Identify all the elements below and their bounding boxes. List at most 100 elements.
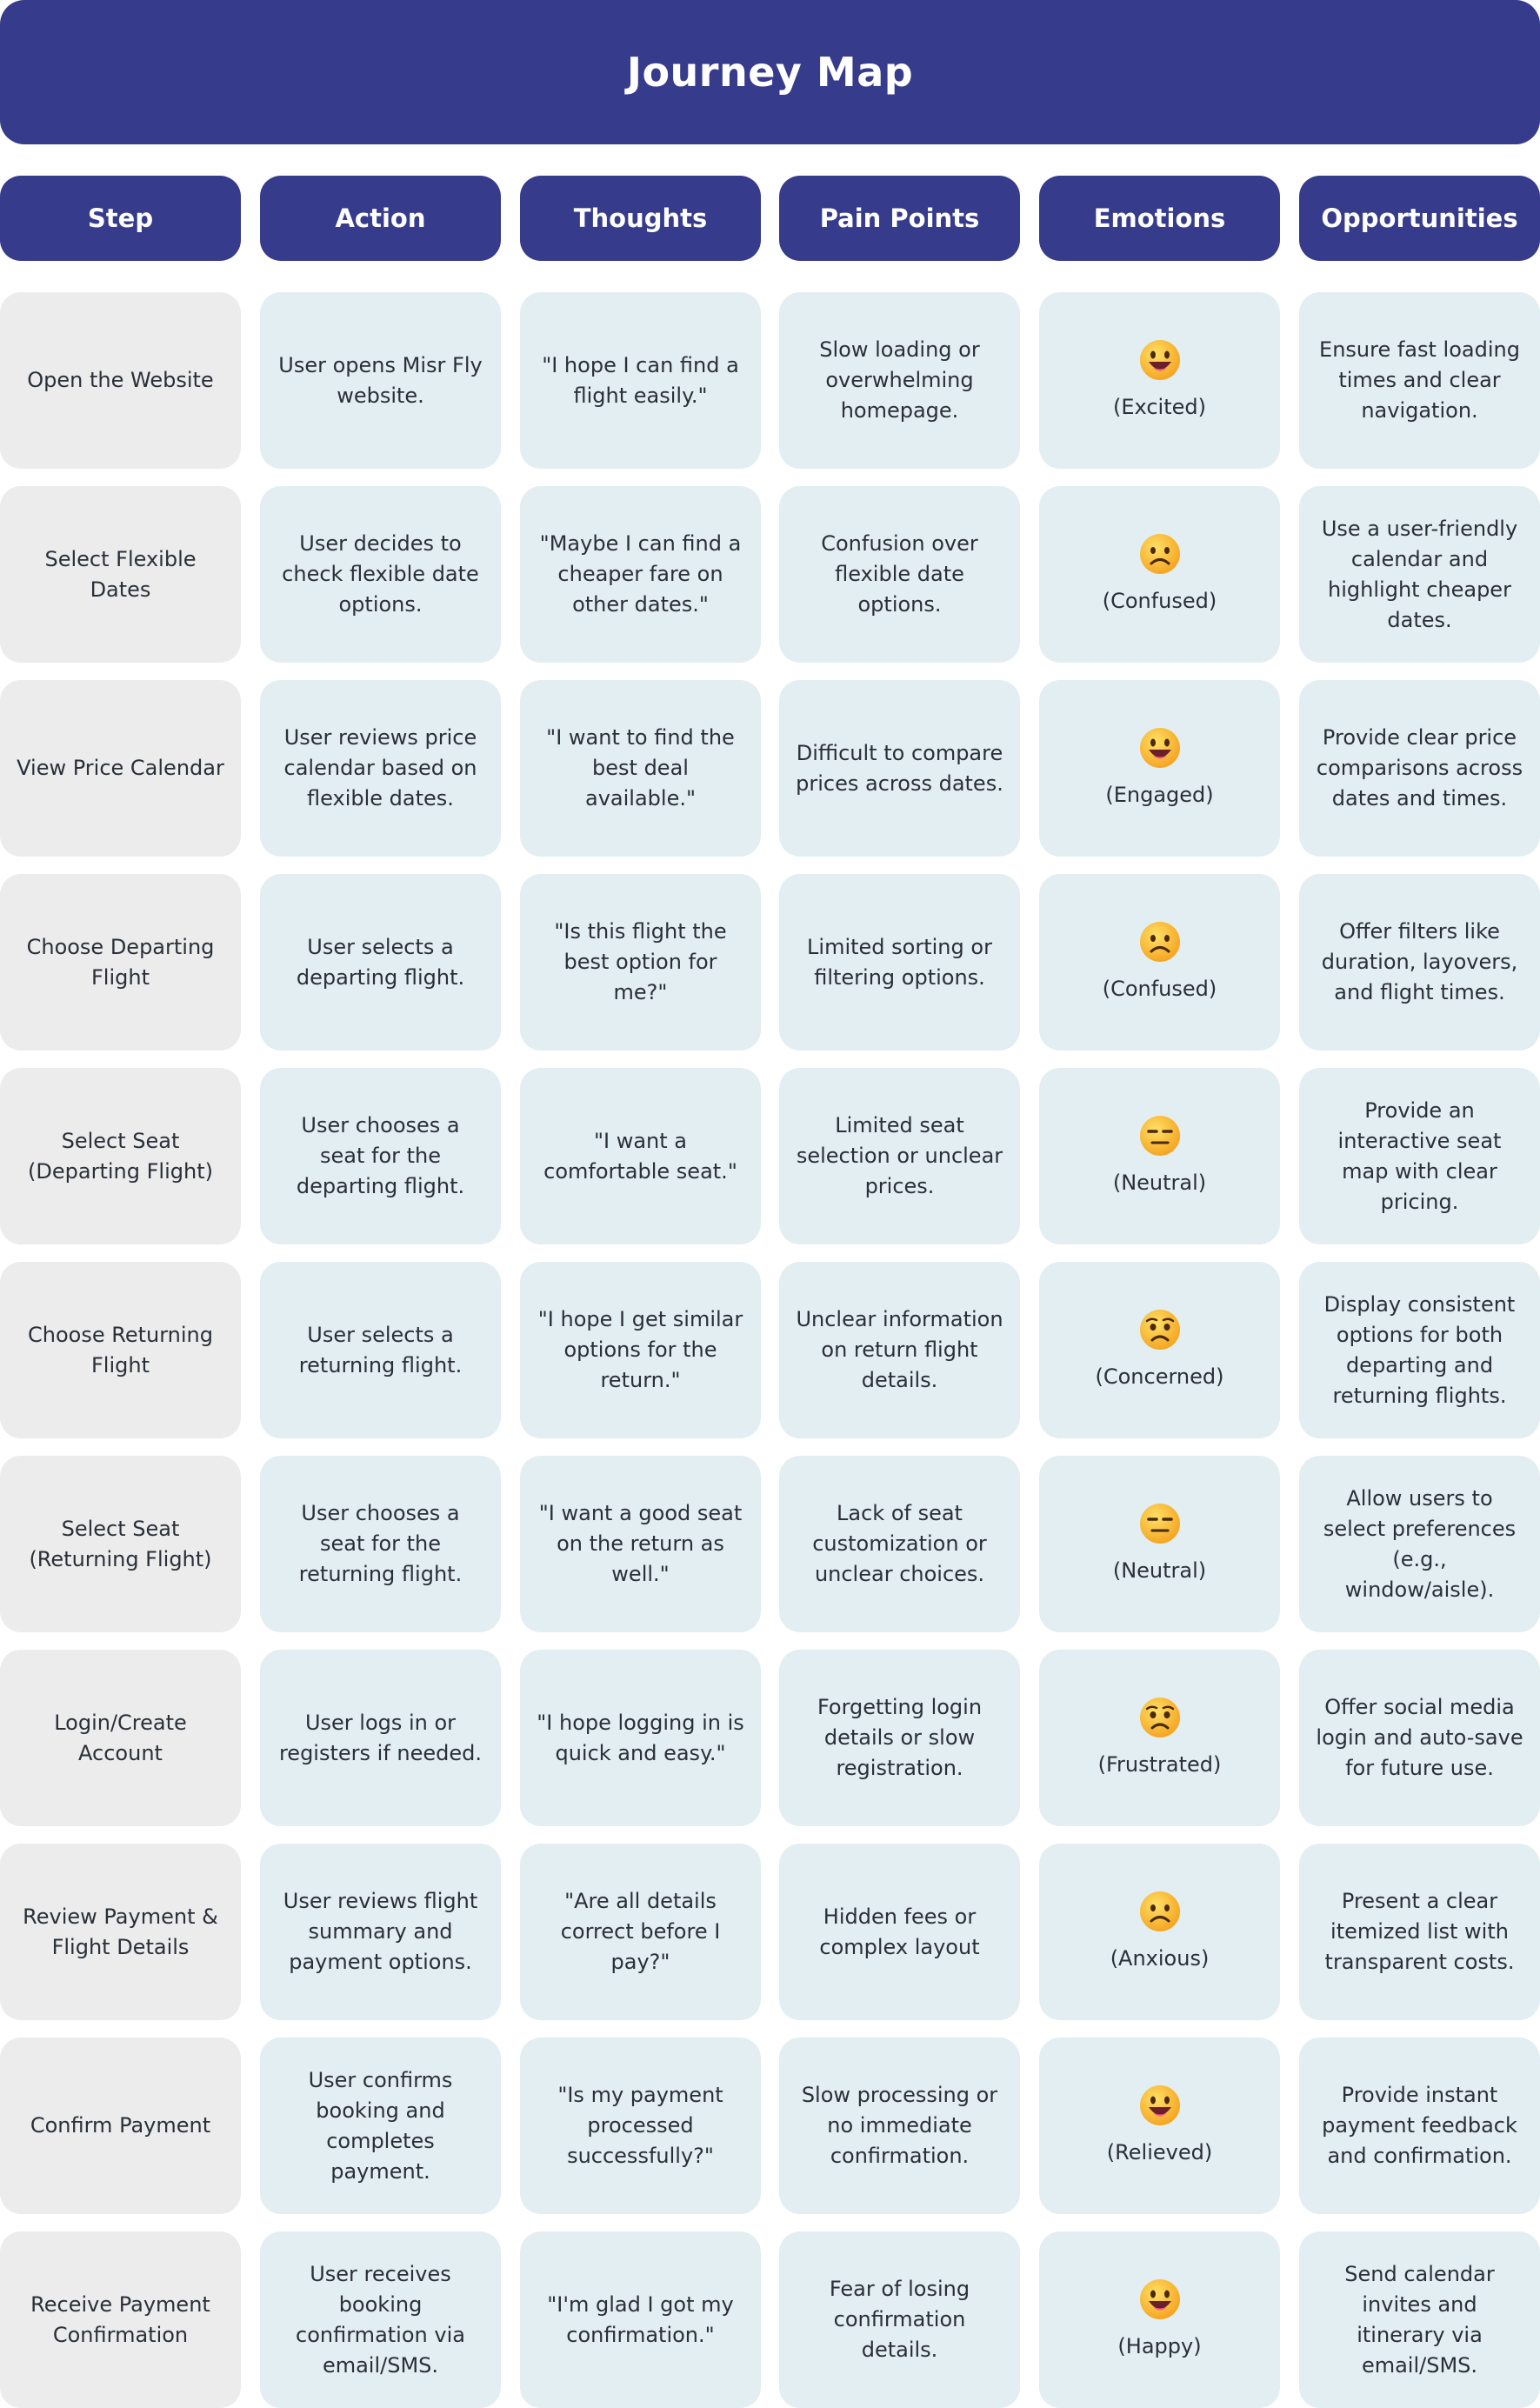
thought-cell: "Maybe I can find a cheaper fare on othe… — [520, 486, 761, 663]
opportunity-cell-text: Allow users to select preferences (e.g.,… — [1323, 1485, 1517, 1602]
action-cell-text: User chooses a seat for the returning fl… — [298, 1501, 463, 1586]
emotion-cell: (Concerned) — [1039, 1262, 1280, 1438]
opportunity-cell: Ensure fast loading times and clear navi… — [1299, 292, 1540, 469]
action-cell: User selects a returning flight. — [260, 1262, 501, 1438]
header-pain-points: Pain Points — [779, 176, 1020, 261]
grinning-face-icon — [1138, 2084, 1182, 2127]
pain-point-cell: Hidden fees or complex layout — [779, 1844, 1020, 2020]
opportunity-cell: Display consistent options for both depa… — [1299, 1262, 1540, 1438]
title-banner: Journey Map — [0, 0, 1540, 144]
action-cell-text: User chooses a seat for the departing fl… — [296, 1113, 465, 1198]
pain-point-cell-text: Difficult to compare prices across dates… — [796, 740, 1003, 796]
action-cell-text: User confirms booking and completes paym… — [308, 2067, 453, 2184]
action-cell-text: User receives booking confirmation via e… — [296, 2261, 465, 2378]
journey-row: Review Payment & Flight Details User revi… — [0, 1844, 1540, 2020]
opportunity-cell: Send calendar invites and itinerary via … — [1299, 2231, 1540, 2408]
action-cell: User logs in or registers if needed. — [260, 1650, 501, 1826]
thought-cell-text: "Is this flight the best option for me?" — [554, 919, 727, 1004]
pain-point-cell-text: Unclear information on return flight det… — [796, 1307, 1003, 1392]
action-cell: User reviews price calendar based on fle… — [260, 680, 501, 857]
emotion-label: (Confused) — [1102, 977, 1217, 1001]
opportunity-cell-text: Use a user-friendly calendar and highlig… — [1321, 516, 1518, 632]
step-cell-text: Select Seat (Returning Flight) — [29, 1516, 212, 1571]
step-cell: Login/Create Account — [0, 1650, 241, 1826]
opportunity-cell: Use a user-friendly calendar and highlig… — [1299, 486, 1540, 663]
emotion-cell: (Excited) — [1039, 292, 1280, 469]
pain-point-cell: Forgetting login details or slow registr… — [779, 1650, 1020, 1826]
opportunity-cell-text: Offer filters like duration, layovers, a… — [1321, 919, 1518, 1004]
emotion-label: (Frustrated) — [1097, 1752, 1222, 1777]
thought-cell-text: "Maybe I can find a cheaper fare on othe… — [539, 531, 742, 617]
step-cell: Receive Payment Confirmation — [0, 2231, 241, 2408]
step-cell-text: Open the Website — [27, 368, 214, 392]
header-thoughts: Thoughts — [520, 176, 761, 261]
step-cell-text: Login/Create Account — [54, 1710, 187, 1765]
emotion-cell: (Happy) — [1039, 2231, 1280, 2408]
thought-cell-text: "I hope I can find a flight easily." — [542, 352, 739, 408]
pain-point-cell: Limited sorting or filtering options. — [779, 874, 1020, 1051]
pain-point-cell-text: Fear of losing confirmation details. — [829, 2277, 970, 2362]
frowning-face-icon — [1138, 920, 1182, 964]
thought-cell: "I want a comfortable seat." — [520, 1068, 761, 1244]
step-cell: View Price Calendar — [0, 680, 241, 857]
step-cell: Select Seat (Departing Flight) — [0, 1068, 241, 1244]
pain-point-cell: Confusion over flexible date options. — [779, 486, 1020, 663]
step-cell: Select Flexible Dates — [0, 486, 241, 663]
opportunity-cell-text: Offer social media login and auto-save f… — [1316, 1695, 1523, 1780]
emotion-cell: (Confused) — [1039, 486, 1280, 663]
frowning-face-icon — [1138, 1890, 1182, 1933]
opportunity-cell: Present a clear itemized list with trans… — [1299, 1844, 1540, 2020]
journey-row: Choose Departing Flight User selects a de… — [0, 874, 1540, 1051]
header-opportunities: Opportunities — [1299, 176, 1540, 261]
emotion-cell: (Neutral) — [1039, 1456, 1280, 1632]
grinning-face-icon — [1138, 726, 1182, 770]
step-cell-text: Select Flexible Dates — [44, 546, 197, 602]
step-cell-text: Choose Departing Flight — [26, 934, 215, 990]
emotion-label: (Neutral) — [1112, 1171, 1207, 1195]
emotion-label: (Confused) — [1102, 589, 1217, 613]
step-cell: Review Payment & Flight Details — [0, 1844, 241, 2020]
action-cell-text: User reviews flight summary and payment … — [283, 1889, 478, 1974]
header-step: Step — [0, 176, 241, 261]
emotion-cell: (Relieved) — [1039, 2038, 1280, 2214]
pain-point-cell-text: Limited sorting or filtering options. — [807, 934, 992, 990]
pain-point-cell-text: Slow processing or no immediate confirma… — [801, 2083, 998, 2168]
journey-row: Login/Create Account User logs in or regi… — [0, 1650, 1540, 1826]
opportunity-cell-text: Ensure fast loading times and clear navi… — [1319, 337, 1520, 423]
step-cell-text: Receive Payment Confirmation — [30, 2291, 210, 2347]
action-cell: User chooses a seat for the returning fl… — [260, 1456, 501, 1632]
thought-cell-text: "I hope I get similar options for the re… — [537, 1307, 743, 1392]
step-cell: Select Seat (Returning Flight) — [0, 1456, 241, 1632]
emotion-label: (Relieved) — [1106, 2140, 1213, 2165]
emotion-cell: (Confused) — [1039, 874, 1280, 1051]
thought-cell: "I want to find the best deal available.… — [520, 680, 761, 857]
action-cell-text: User selects a departing flight. — [296, 934, 465, 990]
pain-point-cell: Slow processing or no immediate confirma… — [779, 2038, 1020, 2214]
action-cell: User selects a departing flight. — [260, 874, 501, 1051]
pain-point-cell: Slow loading or overwhelming homepage. — [779, 292, 1020, 469]
thought-cell: "I hope I get similar options for the re… — [520, 1262, 761, 1438]
emotion-label: (Concerned) — [1095, 1364, 1224, 1389]
thought-cell-text: "I want to find the best deal available.… — [546, 725, 735, 810]
thought-cell: "Is my payment processed successfully?" — [520, 2038, 761, 2214]
page-title: Journey Map — [626, 49, 914, 96]
pain-point-cell: Limited seat selection or unclear prices… — [779, 1068, 1020, 1244]
opportunity-cell: Offer filters like duration, layovers, a… — [1299, 874, 1540, 1051]
action-cell: User receives booking confirmation via e… — [260, 2231, 501, 2408]
action-cell-text: User reviews price calendar based on fle… — [283, 725, 477, 810]
emotion-label: (Engaged) — [1105, 783, 1214, 807]
worried-face-icon — [1138, 1696, 1182, 1739]
step-cell-text: View Price Calendar — [17, 756, 224, 780]
step-cell: Choose Returning Flight — [0, 1262, 241, 1438]
action-cell: User confirms booking and completes paym… — [260, 2038, 501, 2214]
thought-cell: "I hope I can find a flight easily." — [520, 292, 761, 469]
journey-row: Receive Payment Confirmation User receive… — [0, 2231, 1540, 2408]
thought-cell-text: "I hope logging in is quick and easy." — [537, 1710, 744, 1765]
opportunity-cell-text: Provide clear price comparisons across d… — [1316, 725, 1523, 810]
header-action: Action — [260, 176, 501, 261]
header-emotions: Emotions — [1039, 176, 1280, 261]
action-cell-text: User logs in or registers if needed. — [278, 1710, 483, 1765]
opportunity-cell-text: Provide instant payment feedback and con… — [1322, 2083, 1517, 2168]
